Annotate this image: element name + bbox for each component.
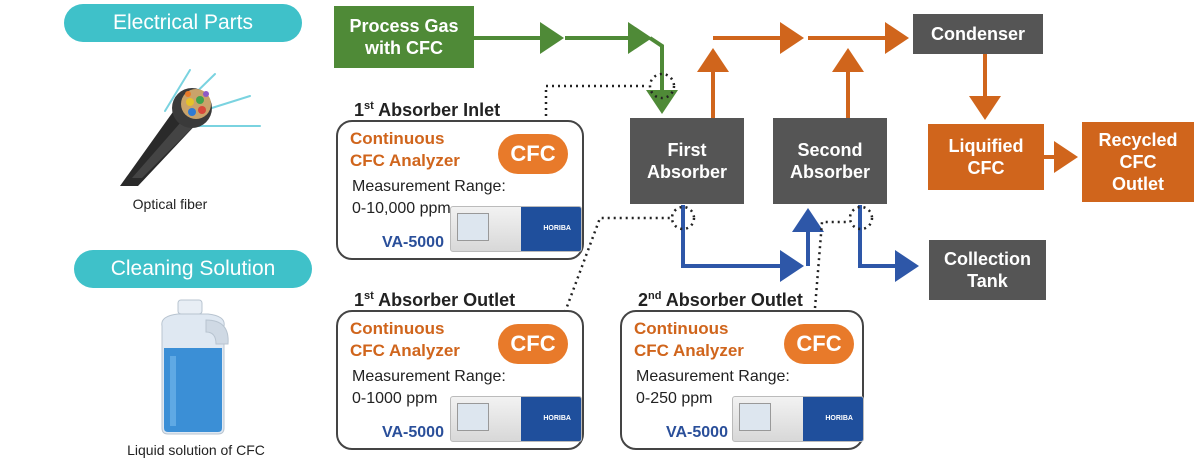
orange-flow <box>697 22 1078 173</box>
recycled-cfc-outlet-box: Recycled CFC Outlet <box>1082 122 1194 202</box>
condenser-box: Condenser <box>913 14 1043 54</box>
analyzer-card-second-outlet: Continuous CFC Analyzer CFC Measurement … <box>620 310 864 450</box>
analyzer-name-line1: Continuous <box>350 129 445 148</box>
optical-fiber-icon <box>120 69 261 186</box>
blue-flow <box>681 205 919 282</box>
range-value: 0-250 ppm <box>636 390 713 407</box>
range-value: 0-10,000 ppm <box>352 200 451 217</box>
cleaning-solution-pill: Cleaning Solution <box>74 250 312 288</box>
model-label: VA-5000 <box>382 424 444 441</box>
jug-icon <box>161 299 229 435</box>
range-label: Measurement Range: <box>352 178 506 195</box>
second-absorber-box: Second Absorber <box>773 118 887 204</box>
green-flow <box>474 22 678 114</box>
analyzer-name-line1: Continuous <box>634 319 729 338</box>
analyzer-name-line2: CFC Analyzer <box>350 151 460 170</box>
analyzer-name-line1: Continuous <box>350 319 445 338</box>
range-label: Measurement Range: <box>636 368 790 385</box>
va5000-analyzer-image: HORIBA <box>732 396 864 442</box>
analyzer-name-line2: CFC Analyzer <box>634 341 744 360</box>
va5000-analyzer-image: HORIBA <box>450 396 582 442</box>
range-label: Measurement Range: <box>352 368 506 385</box>
analyzer-card-inlet: Continuous CFC Analyzer CFC Measurement … <box>336 120 584 260</box>
cfc-badge: CFC <box>784 324 854 364</box>
collection-tank-box: Collection Tank <box>929 240 1046 300</box>
model-label: VA-5000 <box>382 234 444 251</box>
second-absorber-outlet-title: 2nd Absorber Outlet <box>638 290 803 310</box>
va5000-analyzer-image: HORIBA <box>450 206 582 252</box>
range-value: 0-1000 ppm <box>352 390 438 407</box>
analyzer-name-line2: CFC Analyzer <box>350 341 460 360</box>
first-absorber-inlet-title: 1st Absorber Inlet <box>354 100 501 120</box>
sampling-lines <box>544 72 874 313</box>
cfc-badge: CFC <box>498 324 568 364</box>
first-absorber-outlet-title: 1st Absorber Outlet <box>354 290 516 310</box>
electrical-parts-pill: Electrical Parts <box>64 4 302 42</box>
liquid-solution-caption: Liquid solution of CFC <box>127 442 265 458</box>
first-absorber-box: First Absorber <box>630 118 744 204</box>
liquified-cfc-box: Liquified CFC <box>928 124 1044 190</box>
analyzer-card-first-outlet: Continuous CFC Analyzer CFC Measurement … <box>336 310 584 450</box>
process-gas-box: Process Gas with CFC <box>334 6 474 68</box>
cfc-badge: CFC <box>498 134 568 174</box>
optical-fiber-caption: Optical fiber <box>132 196 208 212</box>
model-label: VA-5000 <box>666 424 728 441</box>
